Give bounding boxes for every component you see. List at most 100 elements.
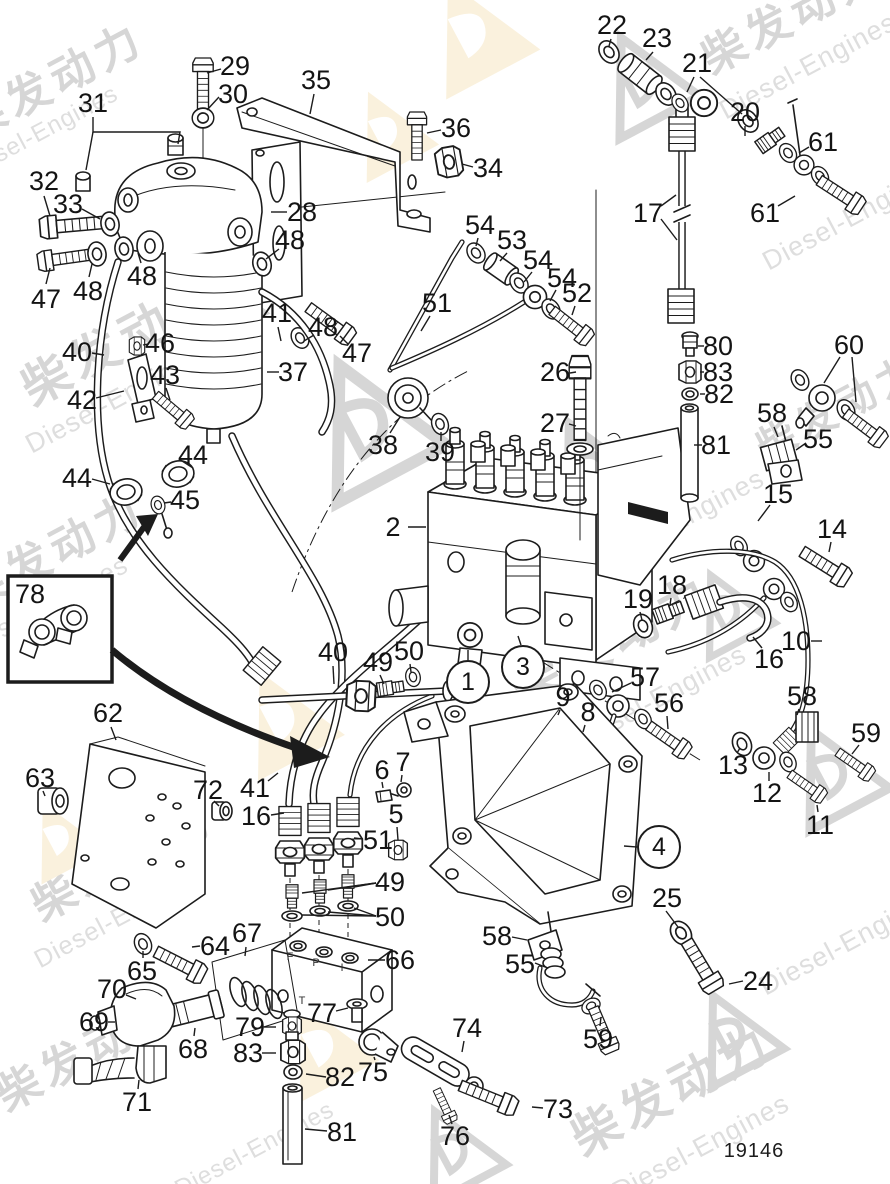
- callout-label-2: 2: [385, 512, 400, 542]
- leader-line-42: [95, 390, 125, 399]
- watermark-text-en: Diesel-Engines: [754, 883, 890, 1001]
- callout-label-74: 74: [452, 1013, 482, 1043]
- pointer-arrow-big: [109, 647, 330, 768]
- mounting-bracket-4: [403, 683, 643, 925]
- callout-label-67: 67: [232, 918, 262, 948]
- callout-label-54: 54: [547, 263, 577, 293]
- washer-60: [786, 365, 814, 395]
- fuel-filter-assembly: [113, 156, 263, 444]
- callout-label-51: 51: [422, 288, 452, 318]
- leader-line-82: [305, 1073, 327, 1078]
- bushing-63: [37, 787, 69, 815]
- leader-line-31: [92, 117, 181, 145]
- bolt-73: [455, 1075, 521, 1119]
- leader-line-47: [339, 335, 349, 345]
- callout-label-23: 23: [642, 23, 672, 53]
- leader-line-7: [400, 774, 403, 783]
- leader-line-15: [757, 504, 771, 522]
- double-clamp-78: [19, 604, 88, 659]
- callout-label-31: 31: [78, 88, 108, 118]
- leader-line-27: [568, 423, 577, 427]
- port-label-T: T: [299, 995, 306, 1007]
- callout-label-28: 28: [287, 197, 317, 227]
- nut-46: [128, 336, 146, 356]
- leader-line-8: [582, 724, 586, 733]
- callout-label-30: 30: [218, 79, 248, 109]
- callout-label-10: 10: [781, 626, 811, 656]
- callout-label-76: 76: [440, 1121, 470, 1151]
- nut-83: [280, 1039, 306, 1065]
- callout-label-41: 41: [262, 298, 292, 328]
- ball-union-60: [795, 384, 836, 429]
- injection-pump-2: [388, 426, 691, 701]
- callout-label-81: 81: [701, 430, 731, 460]
- washers-50: [281, 900, 359, 922]
- tube-81a: [680, 403, 699, 503]
- callout-label-45: 45: [170, 485, 200, 515]
- leader-line-76: [448, 1114, 453, 1125]
- callout-label-40: 40: [62, 337, 92, 367]
- pin-61: [787, 98, 801, 156]
- leader-line-59: [599, 1016, 602, 1027]
- leader-line-ref-3: [517, 635, 522, 646]
- callout-label-54: 54: [465, 210, 495, 240]
- elbow-fitting: [689, 88, 719, 118]
- bushing-72: [211, 801, 233, 821]
- callout-label-61: 61: [808, 127, 838, 157]
- nut-34: [433, 144, 465, 180]
- screw-6: [375, 789, 399, 803]
- circled-ref-1: [446, 660, 490, 704]
- olive-82: [283, 1064, 303, 1080]
- shutoff-valve-70: [89, 981, 176, 1084]
- callout-label-71: 71: [122, 1087, 152, 1117]
- overflow-pipe-51: [347, 239, 527, 798]
- leader-line-48: [265, 248, 280, 260]
- plug-31b: [75, 171, 91, 192]
- leader-line-48: [137, 252, 142, 264]
- banjo-bolt-56: [642, 716, 695, 762]
- callout-label-57: 57: [630, 662, 660, 692]
- callout-label-26: 26: [540, 357, 570, 387]
- banjo-79: [281, 1009, 303, 1041]
- leader-line-75: [373, 1056, 376, 1061]
- callout-label-5: 5: [388, 799, 403, 829]
- callout-label-58: 58: [482, 921, 512, 951]
- leader-line-5: [396, 826, 399, 841]
- callout-label-48: 48: [308, 312, 338, 342]
- pump-cover-plate: [597, 427, 691, 586]
- leader-line-41: [277, 326, 282, 342]
- leader-line-72: [213, 800, 220, 807]
- callout-label-25: 25: [652, 883, 682, 913]
- bolt-14: [795, 541, 855, 590]
- leader-line-17: [660, 218, 678, 241]
- leader-line-55: [534, 962, 546, 968]
- leader-line-67: [244, 946, 247, 957]
- fitting-49: [285, 884, 299, 909]
- leader-line-11: [816, 804, 819, 813]
- callout-label-83: 83: [703, 357, 733, 387]
- leader-line-53: [499, 252, 508, 262]
- callout-label-27: 27: [540, 408, 570, 438]
- callout-label-48: 48: [73, 276, 103, 306]
- leader-line-51: [420, 315, 431, 332]
- pipe-end-mid: [303, 802, 335, 948]
- callout-label-8: 8: [580, 697, 595, 727]
- callout-label-44: 44: [178, 440, 208, 470]
- pipe-end-left: [274, 805, 306, 944]
- port-label-I: I: [340, 962, 343, 974]
- callout-label-82: 82: [325, 1062, 355, 1092]
- watermark-tile: Diesel-Engines: [754, 883, 890, 1001]
- leader-line-50: [353, 907, 377, 917]
- braided-hose-71: [73, 1057, 135, 1085]
- banjo-bolt-47: [35, 243, 95, 273]
- leader-line-36: [426, 129, 442, 134]
- leader-line-60: [823, 356, 841, 384]
- leader-line-22: [608, 38, 612, 47]
- callout-label-49: 49: [375, 867, 405, 897]
- leader-line-40: [91, 352, 105, 356]
- callout-label-40: 40: [318, 637, 348, 667]
- callout-label-47: 47: [342, 338, 372, 368]
- tube-81: [282, 1083, 303, 1165]
- callout-label-9: 9: [555, 682, 570, 712]
